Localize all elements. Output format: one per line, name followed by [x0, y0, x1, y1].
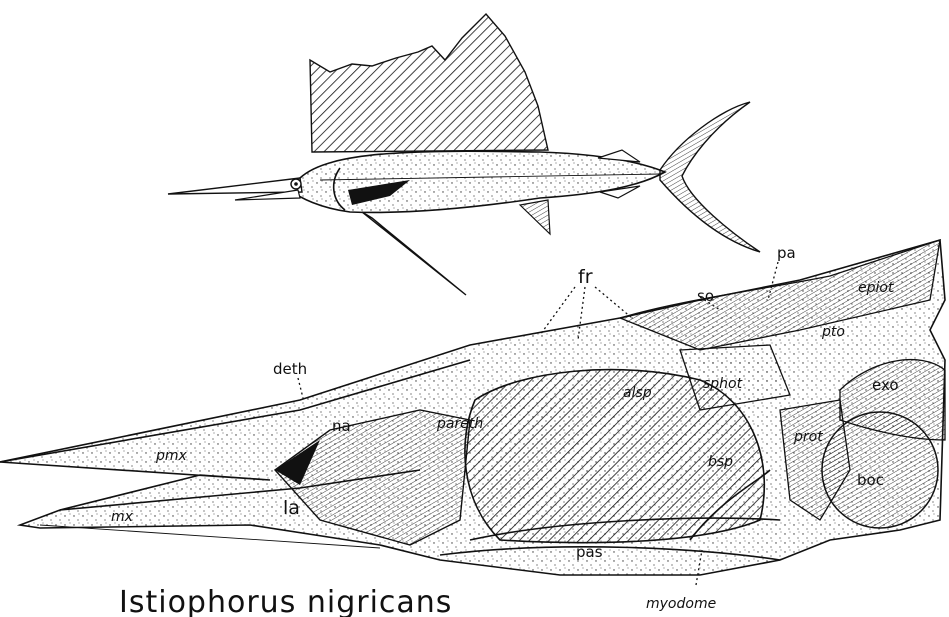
caudal-fin [660, 102, 760, 252]
label-pas: pas [576, 543, 603, 561]
label-bsp: bsp [708, 454, 733, 470]
label-fr: fr [578, 266, 593, 288]
label-pmx: pmx [155, 448, 188, 464]
label-pareth: pareth [436, 416, 483, 432]
label-prot: prot [793, 429, 823, 445]
sailfish-drawing [168, 14, 760, 295]
fish-bill [168, 178, 302, 194]
pelvic-fin [362, 212, 466, 295]
dorsal-sail [310, 14, 548, 152]
label-so: so [697, 287, 714, 305]
fish-body [290, 151, 665, 212]
label-alsp: alsp [623, 385, 652, 401]
label-na: na [332, 417, 351, 435]
label-epiot: epiot [858, 280, 894, 296]
species-caption: Istiophorus nigricans [119, 585, 452, 617]
skull-drawing [0, 240, 945, 575]
label-mx: mx [111, 509, 134, 525]
label-myodome: myodome [646, 596, 716, 612]
label-boc: boc [857, 471, 884, 489]
label-sphot: sphot [703, 376, 743, 392]
label-la: la [283, 497, 300, 519]
label-pto: pto [821, 324, 845, 340]
label-pa: pa [777, 244, 796, 262]
label-deth: deth [273, 360, 307, 378]
label-exo: exo [872, 376, 899, 394]
